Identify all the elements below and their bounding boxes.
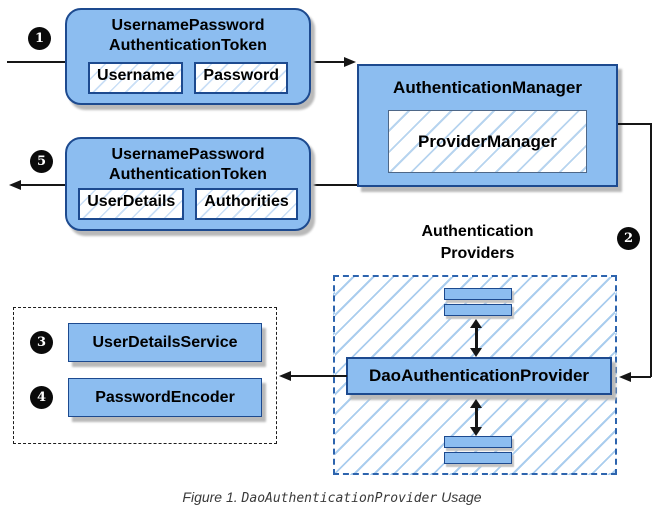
authorities-field-box: Authorities — [195, 188, 298, 220]
authentication-manager-title: AuthenticationManager — [393, 78, 582, 97]
step-2-line-bottom — [630, 376, 651, 378]
authentication-manager-box: AuthenticationManager ProviderManager — [357, 64, 618, 187]
step-2-line-top — [618, 123, 652, 125]
result-token-title: UsernamePassword AuthenticationToken — [67, 145, 309, 186]
password-encoder-box: PasswordEncoder — [68, 378, 262, 417]
figure-caption-code: DaoAuthenticationProvider — [241, 491, 438, 506]
figure-caption: Figure 1. DaoAuthenticationProvider Usag… — [0, 489, 664, 506]
request-flow-arrowhead-icon — [344, 57, 356, 67]
step-2-label: 2 — [623, 231, 634, 246]
step-5-label: 5 — [36, 154, 47, 169]
request-flow-line-out — [313, 61, 345, 63]
step-1-label: 1 — [34, 31, 45, 46]
provider-manager-box: ProviderManager — [388, 110, 587, 173]
bottom-provider-double-arrow-icon — [468, 399, 484, 436]
dependencies-flow-line — [290, 375, 347, 377]
step-2-marker: 2 — [617, 227, 640, 250]
dao-authentication-provider-box: DaoAuthenticationProvider — [346, 357, 612, 395]
step-2-line-vertical — [650, 123, 652, 377]
step-3-label: 3 — [36, 335, 47, 350]
figure-caption-prefix: Figure 1. — [182, 489, 242, 505]
password-field-box: Password — [194, 62, 288, 94]
step-2-arrowhead-icon — [619, 372, 631, 382]
request-flow-line-in — [7, 61, 65, 63]
result-flow-line-in — [311, 184, 358, 186]
other-provider-bar-bottom-2 — [444, 452, 512, 464]
authentication-providers-label-line2: Providers — [440, 245, 515, 263]
username-field-box: Username — [88, 62, 184, 94]
request-token-title: UsernamePassword AuthenticationToken — [67, 16, 309, 57]
step-3-marker: 3 — [30, 331, 53, 354]
step-4-label: 4 — [36, 390, 47, 405]
step-1-marker: 1 — [28, 27, 51, 50]
request-token-title-line1: UsernamePassword — [111, 17, 265, 34]
step-4-marker: 4 — [30, 386, 53, 409]
authentication-providers-label-line1: Authentication — [421, 223, 534, 240]
user-details-service-box: UserDetailsService — [68, 323, 262, 362]
other-provider-bar-top-2 — [444, 304, 512, 316]
request-token-fields: Username Password — [67, 62, 309, 94]
dependencies-arrowhead-icon — [279, 371, 291, 381]
figure-caption-suffix: Usage — [437, 489, 482, 505]
result-token-fields: UserDetails Authorities — [67, 188, 309, 220]
authentication-providers-label: Authentication Providers — [390, 221, 565, 266]
step-5-marker: 5 — [30, 150, 53, 173]
other-provider-bar-top-1 — [444, 288, 512, 300]
dependencies-group — [13, 307, 277, 444]
result-flow-line-out — [20, 184, 66, 186]
request-token-title-line2: AuthenticationToken — [109, 37, 267, 55]
result-flow-arrowhead-icon — [9, 180, 21, 190]
userdetails-field-box: UserDetails — [78, 188, 185, 220]
result-token-title-line1: UsernamePassword — [111, 146, 265, 163]
other-provider-bar-bottom-1 — [444, 436, 512, 448]
result-token-title-line2: AuthenticationToken — [109, 166, 267, 184]
username-password-token-result-box: UsernamePassword AuthenticationToken Use… — [65, 137, 311, 231]
top-provider-double-arrow-icon — [468, 319, 484, 357]
username-password-token-request-box: UsernamePassword AuthenticationToken Use… — [65, 8, 311, 105]
